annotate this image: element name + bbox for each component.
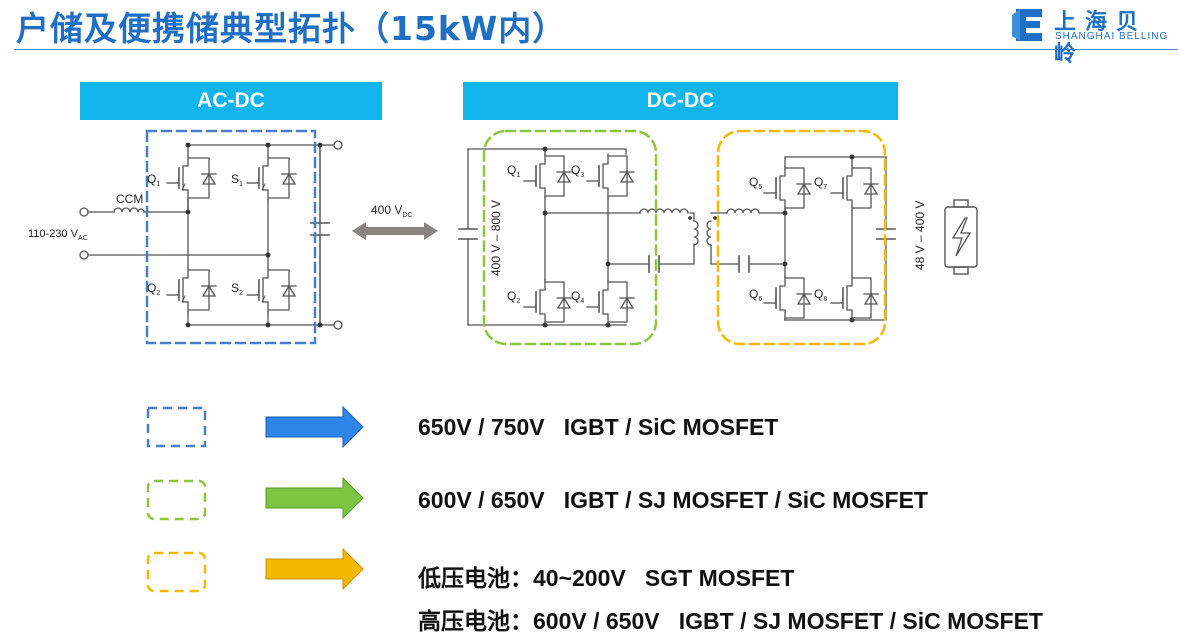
input-voltage-sub: AC bbox=[78, 235, 88, 242]
company-logo: 上海贝岭 SHANGHAI BELLING bbox=[1010, 4, 1175, 67]
svg-text:Q5: Q5 bbox=[749, 175, 762, 191]
s1-sub: 1 bbox=[239, 181, 243, 188]
dcdc-input-capacitor bbox=[458, 228, 478, 240]
legend-text-green: 600V / 650V IGBT / SJ MOSFET / SiC MOSFE… bbox=[418, 487, 928, 513]
legend-arrow-blue bbox=[265, 405, 364, 449]
s1-label: S bbox=[231, 172, 239, 186]
svg-text:Q7: Q7 bbox=[814, 175, 827, 191]
acdc-terminals bbox=[79, 140, 343, 330]
q5-label: Q bbox=[749, 175, 758, 189]
q1-label: Q bbox=[147, 172, 156, 186]
secondary-inductor bbox=[726, 208, 760, 214]
acdc-highlight-box bbox=[145, 129, 317, 345]
dcdc-secondary-highlight-box bbox=[716, 129, 887, 346]
hv-range-label: 400 V – 800 V bbox=[489, 200, 503, 276]
bus-voltage-sub: DC bbox=[402, 212, 412, 219]
q8-sub: 8 bbox=[823, 296, 827, 303]
q3-sub: 3 bbox=[580, 172, 584, 179]
ccm-inductor bbox=[113, 207, 145, 213]
legend-arrow-green bbox=[265, 476, 364, 520]
dcdc-primary-junctions bbox=[542, 146, 611, 328]
battery-range-label: 48 V – 400 V bbox=[913, 201, 927, 270]
q5-sub: 5 bbox=[758, 184, 762, 191]
s2-sub: 2 bbox=[239, 290, 243, 297]
q1-dc-label: Q bbox=[507, 163, 516, 177]
title-divider bbox=[14, 49, 1178, 50]
resonant-inductor bbox=[639, 208, 689, 214]
bus-voltage-label: 400 V bbox=[371, 203, 402, 217]
q1-sub: 1 bbox=[156, 181, 160, 188]
q8-label: Q bbox=[814, 287, 823, 301]
input-voltage-label: 110-230 V bbox=[28, 228, 79, 240]
legend-box-yellow bbox=[146, 551, 207, 593]
acdc-section-label: AC-DC bbox=[80, 82, 382, 120]
ccm-label: CCM bbox=[116, 192, 143, 206]
legend-arrow-yellow bbox=[265, 547, 364, 591]
q2-label: Q bbox=[147, 281, 156, 295]
transformer-dots bbox=[688, 216, 717, 220]
svg-text:Q6: Q6 bbox=[749, 287, 762, 303]
page-title: 户储及便携储典型拓扑（15kW内） bbox=[16, 9, 567, 48]
q2-dc-label: Q bbox=[507, 289, 516, 303]
legend-box-blue bbox=[146, 406, 207, 448]
q2-dc-sub: 2 bbox=[516, 298, 520, 305]
svg-text:Q1: Q1 bbox=[147, 172, 160, 188]
q7-sub: 7 bbox=[823, 184, 827, 191]
svg-text:Q8: Q8 bbox=[814, 287, 827, 303]
svg-text:Q2: Q2 bbox=[147, 281, 160, 297]
q4-label: Q bbox=[571, 289, 580, 303]
svg-text:110-230 VAC: 110-230 VAC bbox=[28, 228, 88, 242]
logo-chinese-name: 上海贝岭 bbox=[1054, 10, 1148, 67]
svg-text:400 VDC: 400 VDC bbox=[371, 203, 412, 219]
bus-double-arrow bbox=[352, 222, 438, 240]
q3-label: Q bbox=[571, 163, 580, 177]
dcdc-primary-highlight-box bbox=[482, 129, 658, 346]
legend-text-high-voltage: 高压电池：600V / 650V IGBT / SJ MOSFET / SiC … bbox=[418, 608, 1043, 634]
acdc-junctions bbox=[185, 142, 323, 328]
legend-text-blue: 650V / 750V IGBT / SiC MOSFET bbox=[418, 414, 779, 440]
legend-box-green bbox=[146, 479, 207, 521]
svg-text:Q3: Q3 bbox=[571, 163, 584, 179]
svg-text:Q1: Q1 bbox=[507, 163, 520, 179]
q4-sub: 4 bbox=[580, 298, 584, 305]
secondary-capacitor bbox=[738, 255, 750, 273]
dcdc-section-label: DC-DC bbox=[463, 82, 898, 120]
q6-label: Q bbox=[749, 287, 758, 301]
resonant-capacitor bbox=[648, 255, 660, 273]
battery-icon bbox=[944, 199, 978, 275]
svg-text:S1: S1 bbox=[231, 172, 243, 188]
q1-dc-sub: 1 bbox=[516, 172, 520, 179]
svg-text:Q4: Q4 bbox=[571, 289, 584, 305]
q7-label: Q bbox=[814, 175, 823, 189]
legend-text-yellow: 低压电池：40~200V SGT MOSFET bbox=[418, 565, 795, 591]
logo-mark-icon bbox=[1012, 9, 1042, 41]
transformer bbox=[693, 220, 712, 246]
logo-english-name: SHANGHAI BELLING bbox=[1055, 31, 1169, 42]
q6-sub: 6 bbox=[758, 296, 762, 303]
svg-text:S2: S2 bbox=[231, 281, 243, 297]
s2-label: S bbox=[231, 281, 239, 295]
svg-text:Q2: Q2 bbox=[507, 289, 520, 305]
q2-sub: 2 bbox=[156, 290, 160, 297]
